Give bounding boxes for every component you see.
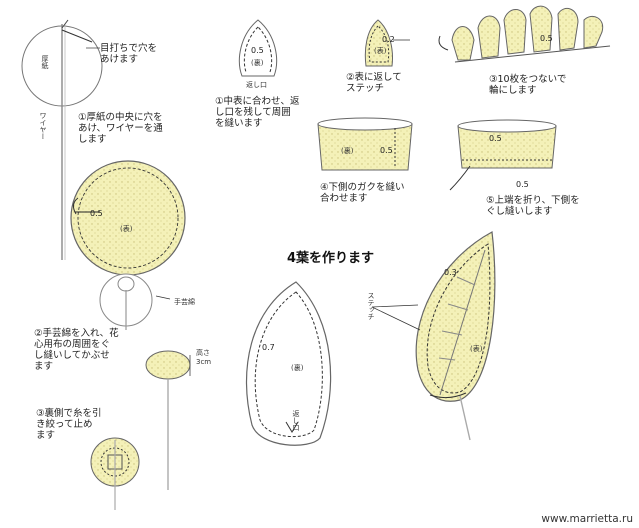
petal2-stitch-width: 0.2 <box>382 35 395 44</box>
petal-row-allowance: 0.5 <box>540 34 553 43</box>
caption-line: き絞って止め <box>36 419 93 430</box>
caption-line: し縫いしてかぶせ <box>34 350 110 361</box>
height-word: 高さ <box>196 349 210 357</box>
cardboard-label: 厚紙 <box>41 55 49 69</box>
calyx-ring-step5 <box>449 119 557 191</box>
petal-step1 <box>238 19 278 77</box>
ring-bottom-allowance: 0.5 <box>516 180 529 189</box>
note-awl-hole: 目打ちで穴を あけます <box>100 43 157 65</box>
leaf-back-mark: (裏) <box>291 364 304 372</box>
calyx-band-step4 <box>317 117 413 171</box>
leaf-back-allowance: 0.7 <box>262 343 275 352</box>
leaf-front-side <box>415 231 496 441</box>
petal-step2 <box>364 19 393 67</box>
step1-caption: ①中表に合わせ、返 し口を残して周囲 を縫います <box>215 96 300 129</box>
step3-caption: ③10枚をつないで 輪にします <box>489 74 566 96</box>
leaf-front-allowance: 0.3 <box>444 268 457 277</box>
caption-line: し口を残して周囲 <box>215 107 291 118</box>
ring-top-allowance: 0.5 <box>489 134 502 143</box>
needle-icon <box>61 29 93 43</box>
left-step1-caption: ①厚紙の中央に穴を あけ、ワイヤーを通 します <box>78 112 163 145</box>
petal1-allowance: 0.5 <box>251 46 264 55</box>
band-allowance: 0.5 <box>380 146 393 155</box>
wire-label: ワイヤー <box>39 112 47 140</box>
caption-line: ます <box>36 430 56 441</box>
thread-icon <box>72 197 79 215</box>
height-value: 3cm <box>196 358 212 366</box>
caption-line: ②手芸綿を入れ、花 <box>34 328 119 339</box>
petal1-opening-label: 返し口 <box>246 81 267 89</box>
caption-line: 心用布の周囲をぐ <box>34 339 111 350</box>
note-line: 目打ちで穴を <box>100 43 158 54</box>
band-back-mark: (裏) <box>341 147 354 155</box>
petal1-back-mark: (裏) <box>251 59 264 67</box>
cotton-label: 手芸綿 <box>174 298 195 306</box>
caption-line: ①厚紙の中央に穴を <box>78 112 163 123</box>
caption-line: ぐし縫いします <box>486 206 553 217</box>
caption-line: ③裏側で糸を引 <box>36 408 102 419</box>
caption-line: ①中表に合わせ、返 <box>215 96 300 107</box>
seam-allowance-circle: 0.5 <box>90 209 103 218</box>
leaf-back-side <box>245 281 332 446</box>
note-line: あけます <box>100 54 139 65</box>
petal2-front-mark: (表) <box>374 47 387 55</box>
petal-row-step3 <box>438 5 611 63</box>
underside-disc <box>90 437 140 510</box>
caption-line: ステッチ <box>346 83 385 94</box>
caption-line: あけ、ワイヤーを通 <box>78 123 163 134</box>
caption-line: 輪にします <box>489 85 537 96</box>
caption-line: ⑤上端を折り、下側を <box>486 195 580 206</box>
caption-line: を縫います <box>215 118 263 129</box>
step5-caption: ⑤上端を折り、下側を ぐし縫いします <box>486 195 580 217</box>
caption-line: ③10枚をつないで <box>489 74 567 85</box>
caption-line: ②表に返して <box>346 72 402 83</box>
leaf-stitch-label: ステッチ <box>367 292 375 320</box>
cardboard-disc-step1 <box>21 19 103 260</box>
caption-line: ④下側のガクを縫い <box>320 182 405 193</box>
flower-center-fabric-circle <box>70 160 186 330</box>
caption-line: します <box>78 134 107 145</box>
leaf-section-heading: 4葉を作ります <box>287 251 375 266</box>
left-step2-caption: ②手芸綿を入れ、花 心用布の周囲をぐ し縫いしてかぶせ ます <box>34 328 119 372</box>
padded-button-side <box>145 350 191 490</box>
leaf-opening-label: 返し口 <box>292 410 300 431</box>
caption-line: ます <box>34 361 54 372</box>
watermark: www.marrietta.ru <box>541 513 633 525</box>
caption-line: 合わせます <box>320 193 368 204</box>
leader-lines <box>86 39 421 331</box>
front-mark-circle: (表) <box>120 225 133 233</box>
height-label: 高さ 3cm <box>196 348 211 366</box>
step4-caption: ④下側のガクを縫い 合わせます <box>320 182 405 204</box>
left-step3-caption: ③裏側で糸を引 き絞って止め ます <box>36 408 102 441</box>
step2-caption: ②表に返して ステッチ <box>346 72 402 94</box>
leaf-front-mark: (表) <box>470 345 483 353</box>
